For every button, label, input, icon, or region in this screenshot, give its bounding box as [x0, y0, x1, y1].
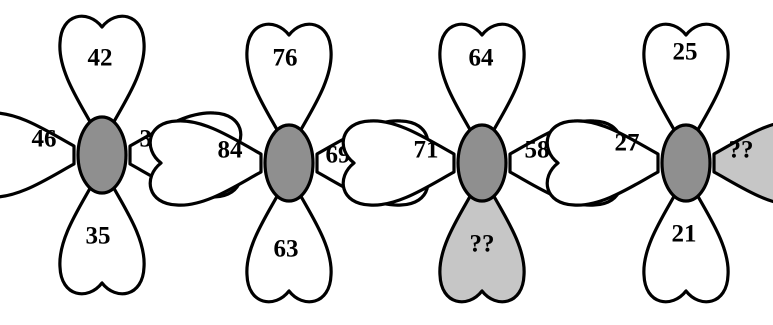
flower-2-top-petal [247, 24, 331, 135]
flower-2-left-petal [150, 121, 261, 205]
flower-2-center [265, 125, 313, 201]
flower-4-bottom-value: 21 [672, 221, 697, 248]
flower-4-left-value: 27 [615, 130, 640, 157]
flower-1-center [78, 117, 126, 193]
flower-2-left-value: 84 [218, 137, 244, 164]
flower-1-left-value: 46 [32, 126, 57, 153]
flower-4-left-petal [547, 121, 658, 205]
flower-4: 25 27 ?? 21 [547, 24, 773, 302]
flower-2-top-value: 76 [273, 45, 298, 72]
flower-4-top-value: 25 [673, 39, 698, 66]
flower-3-center [458, 125, 506, 201]
flower-3-bottom-value: ?? [470, 231, 495, 258]
flower-4-center [662, 125, 710, 201]
flower-1-top-value: 42 [88, 45, 113, 72]
flower-1-bottom-value: 35 [86, 223, 111, 250]
flower-4-right-value: ?? [729, 137, 754, 164]
flower-3-top-value: 64 [469, 45, 495, 72]
flower-3-top-petal [440, 24, 524, 135]
flower-2-bottom-value: 63 [274, 236, 299, 263]
flower-3-left-value: 71 [414, 137, 439, 164]
